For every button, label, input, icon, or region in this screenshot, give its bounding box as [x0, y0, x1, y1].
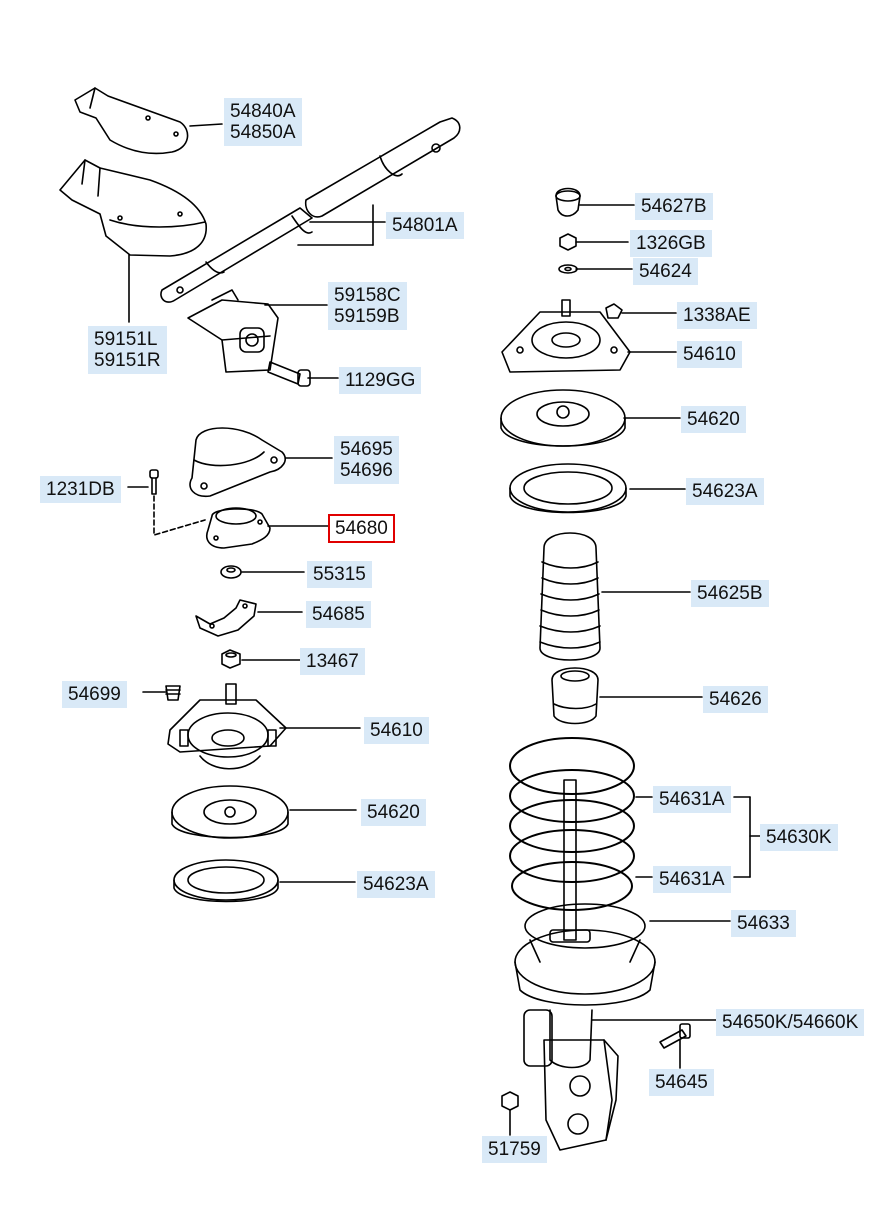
callout-text: 54630K [766, 827, 832, 848]
callout-54623A-right[interactable]: 54623A [686, 478, 764, 505]
cap-54680-highlighted [206, 507, 271, 549]
callout-59158C-59159B[interactable]: 59158C 59159B [328, 282, 407, 330]
callout-text: 54620 [367, 802, 420, 823]
callout-text: 59151L [94, 329, 158, 350]
callout-54650K-54660K[interactable]: 54650K/54660K [716, 1009, 865, 1036]
callout-text: 54801A [392, 215, 458, 236]
lower-spring-seat [514, 903, 656, 1006]
callout-text: 54610 [370, 720, 423, 741]
callout-text: 54623A [692, 481, 758, 502]
callout-54620-left[interactable]: 54620 [361, 799, 426, 826]
callout-54620-right[interactable]: 54620 [681, 406, 746, 433]
callout-text: 54627B [641, 196, 707, 217]
callout-54610-right[interactable]: 54610 [677, 341, 742, 368]
dust-cover-plate-lower [59, 159, 207, 257]
callout-text: 54610 [683, 344, 736, 365]
callout-54680-highlighted[interactable]: 54680 [328, 514, 395, 543]
callout-51759[interactable]: 51759 [482, 1136, 547, 1163]
washer-54624 [558, 264, 578, 274]
callout-text: 54850A [230, 122, 296, 143]
callout-text: 54645 [655, 1072, 708, 1093]
callout-text: 54625B [697, 583, 763, 604]
callout-text: 54633 [737, 913, 790, 934]
callout-text: 54840A [230, 101, 296, 122]
callout-text: 54626 [709, 689, 762, 710]
callout-54685[interactable]: 54685 [306, 601, 371, 628]
leader-lines [127, 123, 761, 1136]
callout-text: 59151R [94, 350, 161, 371]
callout-54633[interactable]: 54633 [731, 910, 796, 937]
callout-54610-left[interactable]: 54610 [364, 717, 429, 744]
callout-text: 54685 [312, 604, 365, 625]
seat-ring-left [173, 859, 279, 903]
callout-13467[interactable]: 13467 [300, 648, 365, 675]
callout-text: 54650K/54660K [722, 1012, 859, 1033]
callout-text: 54620 [687, 409, 740, 430]
callout-54631A-lower[interactable]: 54631A [653, 866, 731, 893]
callout-text: 59158C [334, 285, 401, 306]
strut-mount-right [501, 299, 631, 373]
bump-stopper-boot [539, 532, 601, 661]
callout-54695-54696[interactable]: 54695 54696 [334, 436, 399, 484]
rubber-stopper-54626 [551, 667, 599, 725]
nut-51759 [501, 1091, 519, 1111]
mounting-bracket [187, 289, 279, 373]
callout-text: 59159B [334, 306, 400, 327]
callout-1338AE[interactable]: 1338AE [677, 302, 757, 329]
callout-1326GB[interactable]: 1326GB [630, 230, 712, 257]
callout-1129GG[interactable]: 1129GG [339, 367, 422, 394]
callout-text: 1129GG [345, 370, 416, 391]
bracket-54685 [195, 599, 257, 637]
washer-55315 [220, 565, 242, 579]
callout-text: 1231DB [46, 479, 115, 500]
cap-54627B [555, 187, 581, 217]
callout-54645[interactable]: 54645 [649, 1069, 714, 1096]
callout-text: 54680 [335, 518, 388, 539]
bearing-plate-left [171, 785, 289, 839]
callout-54626[interactable]: 54626 [703, 686, 768, 713]
callout-text: 54623A [363, 874, 429, 895]
callout-text: 54696 [340, 460, 393, 481]
callout-55315[interactable]: 55315 [307, 561, 372, 588]
callout-text: 54699 [68, 684, 121, 705]
callout-54624[interactable]: 54624 [633, 258, 698, 285]
callout-text: 54695 [340, 439, 393, 460]
coil-spring [509, 737, 635, 911]
bearing-plate-right [500, 389, 626, 447]
cap-54699 [165, 685, 181, 701]
seat-ring-right [509, 463, 627, 514]
bolt-54645 [659, 1023, 691, 1049]
callout-59151L-59151R[interactable]: 59151L 59151R [88, 326, 167, 374]
bolt-1231DB [149, 469, 159, 495]
callout-text: 54624 [639, 261, 692, 282]
callout-text: 55315 [313, 564, 366, 585]
callout-54840A-54850A[interactable]: 54840A 54850A [224, 98, 302, 146]
torsion-bar-shaft [160, 117, 461, 303]
callout-text: 1326GB [636, 233, 706, 254]
callout-54623A-left[interactable]: 54623A [357, 871, 435, 898]
dust-cover-plate-upper [74, 87, 189, 155]
callout-text: 54631A [659, 789, 725, 810]
callout-text: 13467 [306, 651, 359, 672]
cap-54695 [189, 427, 286, 498]
callout-54699[interactable]: 54699 [62, 681, 127, 708]
nut-1326GB [559, 233, 577, 251]
callout-text: 51759 [488, 1139, 541, 1160]
shock-absorber [523, 779, 619, 1151]
bolt-1129GG [267, 361, 311, 387]
callout-text: 54631A [659, 869, 725, 890]
callout-54631A-upper[interactable]: 54631A [653, 786, 731, 813]
callout-54630K[interactable]: 54630K [760, 824, 838, 851]
strut-mount-left [167, 683, 287, 770]
callout-54627B[interactable]: 54627B [635, 193, 713, 220]
callout-text: 1338AE [683, 305, 751, 326]
nut-13467 [221, 649, 241, 669]
callout-1231DB[interactable]: 1231DB [40, 476, 121, 503]
callout-54801A[interactable]: 54801A [386, 212, 464, 239]
callout-54625B[interactable]: 54625B [691, 580, 769, 607]
